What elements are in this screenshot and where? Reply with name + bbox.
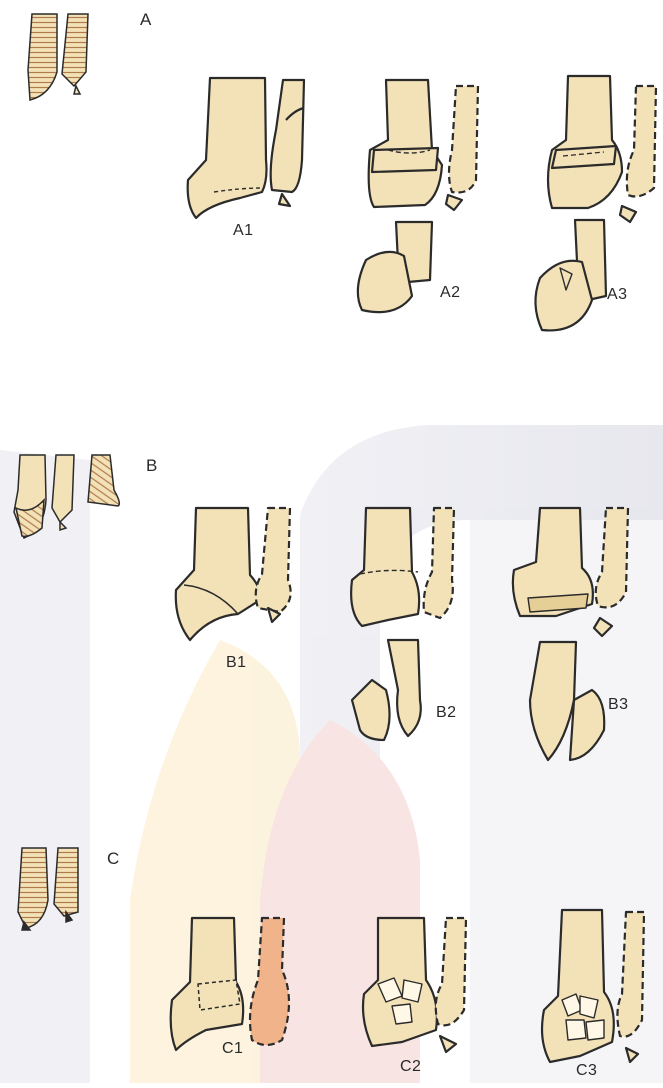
fracture-b1-drawing bbox=[176, 508, 291, 640]
subtype-c1-label: C1 bbox=[222, 1040, 243, 1058]
subtype-b1-label: B1 bbox=[226, 654, 247, 672]
fracture-a2-drawing bbox=[358, 80, 478, 312]
fracture-a1-drawing bbox=[188, 78, 304, 218]
fracture-c2-drawing bbox=[363, 918, 466, 1052]
fracture-a3-drawing bbox=[535, 76, 656, 330]
section-c-label: C bbox=[107, 849, 120, 869]
subtype-a2-label: A2 bbox=[440, 284, 461, 302]
subtype-b3-label: B3 bbox=[608, 696, 629, 714]
subtype-a3-label: A3 bbox=[607, 286, 628, 304]
section-a-label: A bbox=[140, 10, 152, 30]
subtype-c2-label: C2 bbox=[400, 1058, 421, 1076]
section-a-key-icon bbox=[28, 14, 88, 100]
subtype-a1-label: A1 bbox=[233, 222, 254, 240]
subtype-b2-label: B2 bbox=[436, 704, 457, 722]
subtype-c3-label: C3 bbox=[576, 1062, 597, 1080]
section-b-label: B bbox=[146, 456, 158, 476]
